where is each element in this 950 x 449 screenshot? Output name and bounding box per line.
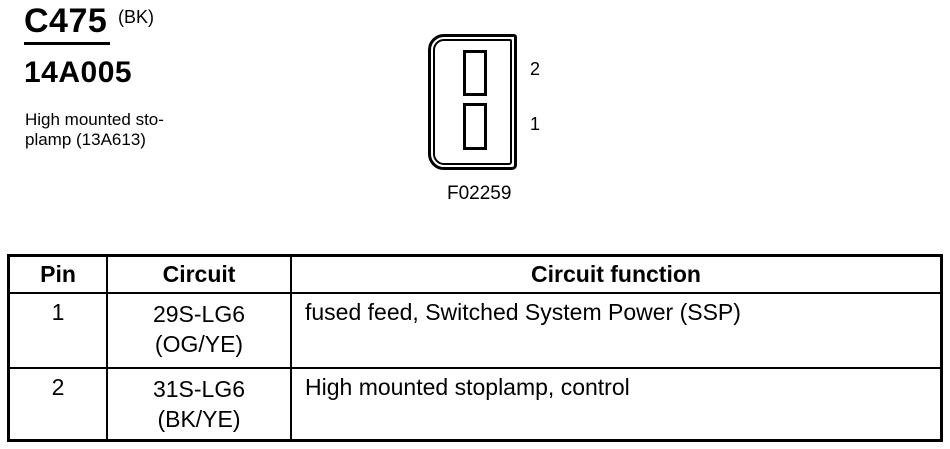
pin-value: 2 [7,367,108,442]
pin-cavity-2 [463,50,487,96]
circuit-value: 31S-LG6 (BK/YE) [106,367,292,442]
header-pin: Pin [7,254,108,294]
header-row: Pin Circuit Circuit function [7,254,943,294]
figure-id: F02259 [447,183,512,204]
pin-1-label: 1 [529,114,540,134]
connector-id-underline [24,42,110,45]
circuit-wire-colors: (BK/YE) [157,406,241,432]
connector-id: C475 [24,2,108,40]
circuit-value: 29S-LG6 (OG/YE) [106,292,292,369]
connector-face-diagram [428,34,517,170]
pin-value: 1 [7,292,108,369]
connector-color-code: (BK) [118,7,154,27]
pinout-table-head: Pin Circuit Circuit function [7,254,943,294]
table-row: 2 31S-LG6 (BK/YE) High mounted stoplamp,… [7,367,943,442]
connector-inner-shell [433,39,512,165]
circuit-function-value: fused feed, Switched System Power (SSP) [290,292,943,369]
circuit-function-value: High mounted stoplamp, control [290,367,943,442]
pin-cavity-1 [463,103,487,150]
pinout-table: Pin Circuit Circuit function 1 29S-LG6 (… [7,254,943,442]
pin-2-label: 2 [529,59,540,79]
circuit-code: 31S-LG6 [152,376,246,402]
connector-outer-shell [428,34,517,170]
table-row: 1 29S-LG6 (OG/YE) fused feed, Switched S… [7,292,943,369]
part-number: 14A005 [24,56,133,89]
header-circuit-function: Circuit function [290,254,943,294]
pinout-table-body: 1 29S-LG6 (OG/YE) fused feed, Switched S… [7,292,943,442]
connector-description: High mounted sto- plamp (13A613) [25,110,164,150]
circuit-wire-colors: (OG/YE) [154,331,244,357]
circuit-code: 29S-LG6 [152,301,246,327]
header-circuit: Circuit [106,254,292,294]
description-line-1: High mounted sto- [25,110,164,129]
description-line-2: plamp (13A613) [25,130,146,149]
